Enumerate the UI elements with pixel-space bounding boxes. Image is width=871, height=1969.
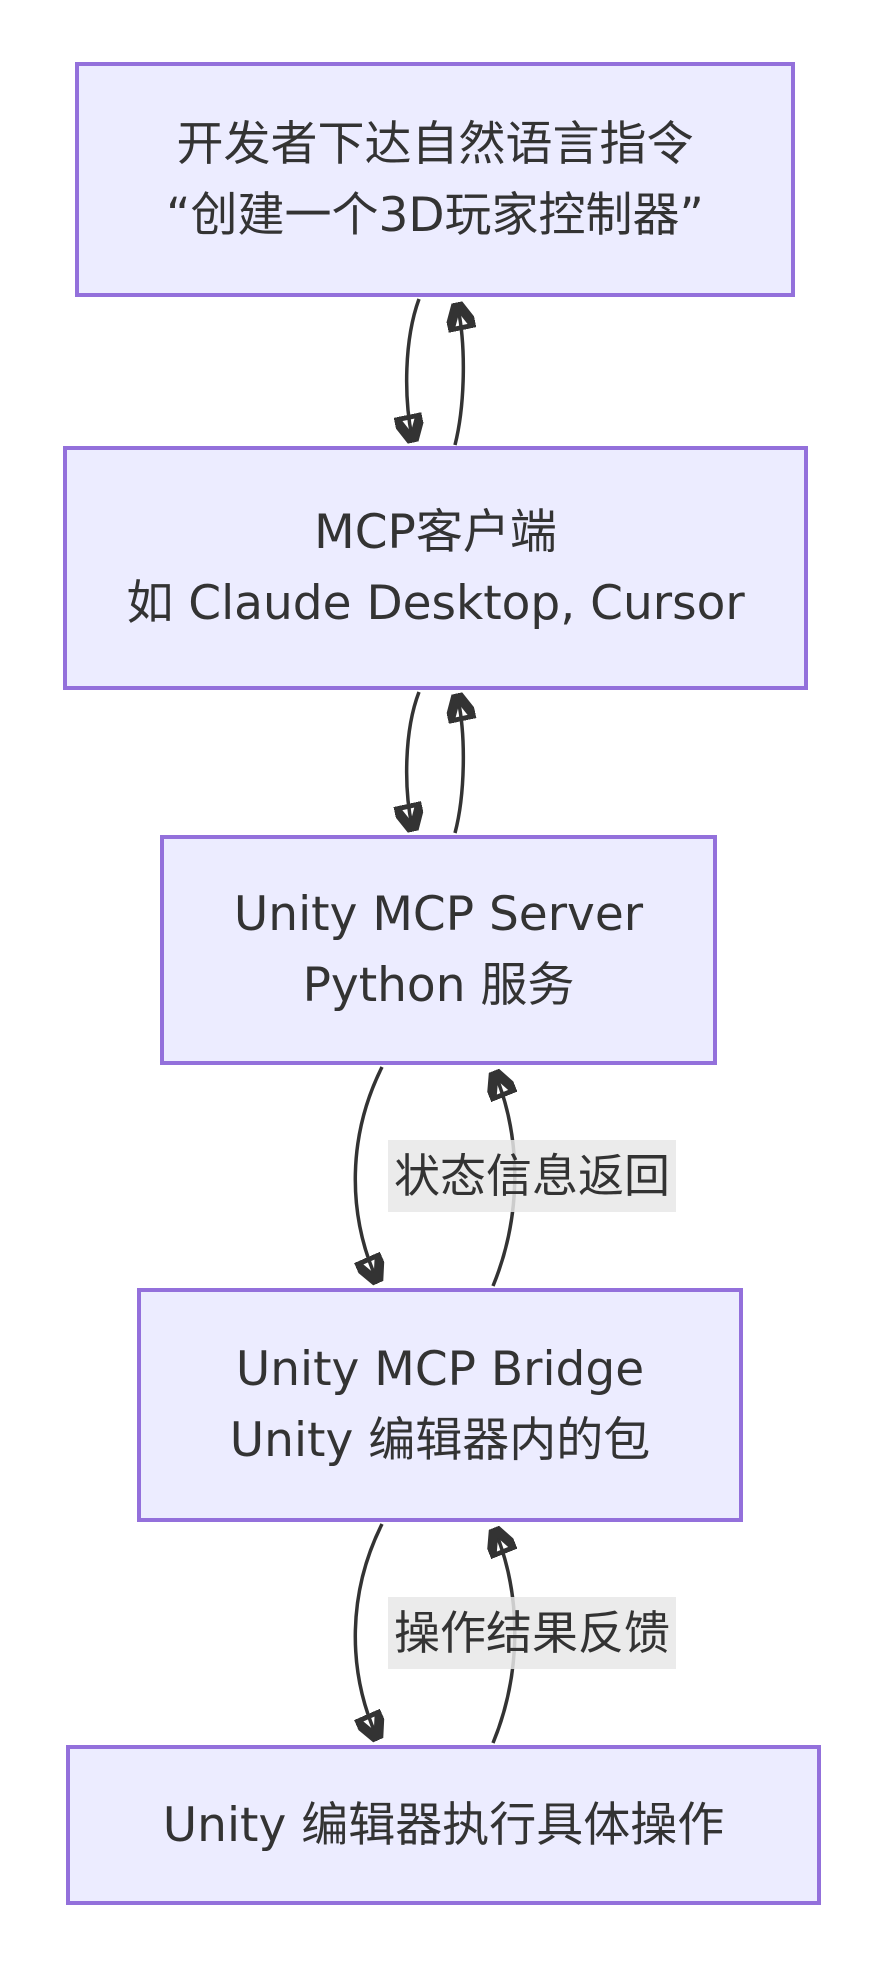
node-unity-editor-line1: Unity 编辑器执行具体操作 <box>162 1797 725 1853</box>
node-unity-mcp-bridge-line2: Unity 编辑器内的包 <box>229 1413 651 1468</box>
node-developer-instruction-line2: “创建一个3D玩家控制器” <box>166 187 704 243</box>
edge-server-to-client-arrow <box>455 699 463 834</box>
node-unity-mcp-server: Unity MCP Server Python 服务 <box>160 835 717 1065</box>
node-mcp-client-line2: 如 Claude Desktop, Cursor <box>126 576 745 631</box>
edge-server-to-bridge-arrow <box>353 1066 382 1278</box>
node-developer-instruction-line1: 开发者下达自然语言指令 <box>176 116 694 172</box>
edge-label-status-info-return: 状态信息返回 <box>388 1140 676 1212</box>
node-unity-mcp-server-line2: Python 服务 <box>302 958 575 1013</box>
node-unity-mcp-bridge-line1: Unity MCP Bridge <box>235 1342 645 1397</box>
edge-label-operation-result-feedback: 操作结果反馈 <box>388 1597 676 1669</box>
edge-bridge-to-editor-arrow <box>353 1523 382 1735</box>
edge-client-to-developer-arrow <box>455 308 463 446</box>
node-unity-editor: Unity 编辑器执行具体操作 <box>66 1745 821 1905</box>
node-unity-mcp-bridge: Unity MCP Bridge Unity 编辑器内的包 <box>137 1288 743 1522</box>
edge-client-to-server-arrow <box>407 691 419 826</box>
node-developer-instruction: 开发者下达自然语言指令 “创建一个3D玩家控制器” <box>75 62 795 297</box>
node-mcp-client-line1: MCP客户端 <box>314 505 557 560</box>
node-mcp-client: MCP客户端 如 Claude Desktop, Cursor <box>63 446 808 690</box>
edge-developer-to-client-arrow <box>407 298 419 437</box>
node-unity-mcp-server-line1: Unity MCP Server <box>233 887 644 942</box>
